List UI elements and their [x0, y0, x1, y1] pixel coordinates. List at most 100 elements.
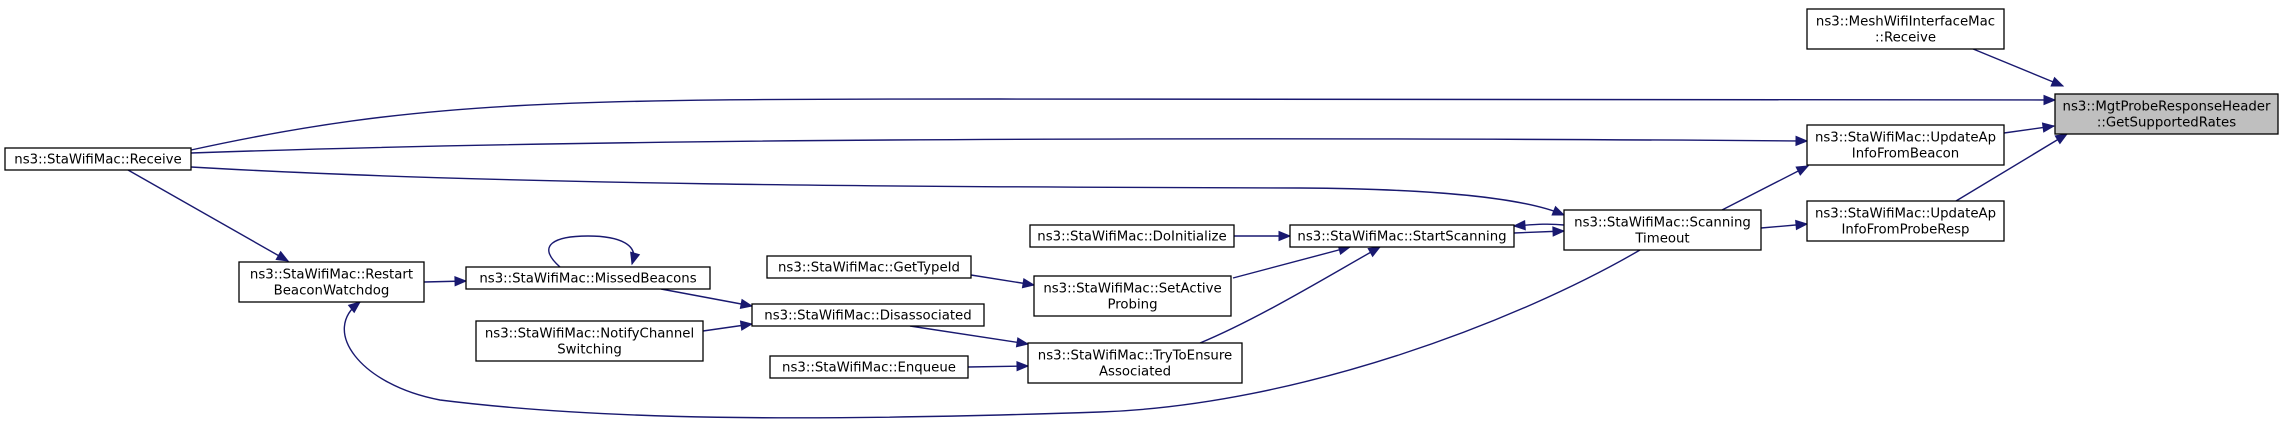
- node-get-type[interactable]: ns3::StaWifiMac::GetTypeId: [766, 255, 972, 279]
- node-label-line: InfoFromBeacon: [1852, 147, 1959, 162]
- node-box[interactable]: [766, 255, 972, 279]
- node-box[interactable]: [769, 355, 969, 379]
- node-label-line: BeaconWatchdog: [274, 284, 390, 299]
- arrowhead-icon: [1278, 230, 1292, 242]
- edge-try_ensure-to-start_scan: [1199, 246, 1382, 344]
- node-label-line: ns3::StaWifiMac::NotifyChannel: [485, 327, 694, 342]
- node-box[interactable]: [475, 320, 704, 362]
- edge-line: [1199, 246, 1381, 344]
- node-label-line: ::Receive: [1875, 31, 1936, 46]
- node-label-line: ns3::StaWifiMac::UpdateAp: [1815, 131, 1996, 146]
- edge-line: [190, 138, 1808, 154]
- edge-line: [190, 166, 1565, 216]
- node-mesh-receive[interactable]: ns3::MeshWifiInterfaceMac::Receive: [1806, 8, 2005, 50]
- edge-scan_timeout-to-update_beacon: [1721, 165, 1810, 211]
- edge-enqueue-to-try_ensure: [967, 360, 1030, 372]
- node-enqueue[interactable]: ns3::StaWifiMac::Enqueue: [769, 355, 969, 379]
- edge-line: [127, 169, 289, 262]
- node-update-probe[interactable]: ns3::StaWifiMac::UpdateApInfoFromProbeRe…: [1806, 200, 2005, 242]
- node-label-line: ns3::StaWifiMac::TryToEnsure: [1038, 349, 1232, 364]
- arrowhead-icon: [1512, 219, 1526, 231]
- node-label-line: ns3::StaWifiMac::Restart: [250, 268, 413, 283]
- arrowhead-icon: [1795, 135, 1809, 147]
- arrowhead-icon: [2043, 94, 2057, 106]
- edge-line: [1721, 165, 1809, 211]
- node-label-line: ns3::StaWifiMac::SetActive: [1043, 282, 1221, 297]
- arrowhead-icon: [347, 301, 362, 314]
- node-box[interactable]: [1033, 275, 1232, 317]
- node-label-line: Probing: [1107, 298, 1157, 313]
- edge-receive-to-restart: [127, 169, 290, 262]
- node-box[interactable]: [751, 303, 985, 327]
- edge-disassoc-to-try_ensure: [909, 325, 1030, 348]
- node-label-line: InfoFromProbeResp: [1841, 223, 1969, 238]
- node-box[interactable]: [1806, 8, 2005, 50]
- arrowhead-icon: [1795, 219, 1809, 231]
- node-label-line: ns3::StaWifiMac::UpdateAp: [1815, 207, 1996, 222]
- node-box[interactable]: [1027, 342, 1243, 384]
- node-box[interactable]: [1289, 224, 1515, 248]
- arrowhead-icon: [1552, 226, 1566, 237]
- node-box[interactable]: [465, 266, 711, 290]
- arrowhead-icon: [630, 251, 641, 266]
- node-box[interactable]: [1029, 224, 1235, 248]
- node-start-scan[interactable]: ns3::StaWifiMac::StartScanning: [1289, 224, 1515, 248]
- edge-notify-to-disassoc: [702, 320, 754, 332]
- edge-scan_timeout-to-start_scan: [1512, 219, 1565, 231]
- node-disassoc[interactable]: ns3::StaWifiMac::Disassociated: [751, 303, 985, 327]
- edge-line: [343, 249, 1641, 419]
- edge-update_beacon-to-target: [2003, 122, 2056, 134]
- edge-mesh_receive-to-target: [1960, 43, 2065, 87]
- node-label-line: ns3::StaWifiMac::Disassociated: [764, 309, 971, 324]
- node-label-line: ns3::StaWifiMac::GetTypeId: [778, 261, 960, 276]
- edge-missed-to-disassoc: [660, 288, 754, 310]
- arrowhead-icon: [1015, 337, 1030, 348]
- edge-line: [190, 98, 2056, 151]
- edge-line: [1232, 246, 1351, 279]
- edge-do_init-to-start_scan: [1234, 230, 1292, 242]
- node-missed[interactable]: ns3::StaWifiMac::MissedBeacons: [465, 266, 711, 290]
- arrowhead-icon: [2050, 76, 2065, 87]
- node-label-line: Associated: [1099, 365, 1171, 380]
- arrowhead-icon: [1021, 278, 1036, 289]
- node-label-line: ns3::StaWifiMac::Scanning: [1574, 216, 1751, 231]
- node-box[interactable]: [238, 261, 425, 303]
- edge-receive-to-scan_timeout: [190, 166, 1566, 216]
- node-label-line: ns3::MeshWifiInterfaceMac: [1816, 15, 1995, 30]
- node-box[interactable]: [1563, 209, 1762, 251]
- node-target[interactable]: ns3::MgtProbeResponseHeader::GetSupporte…: [2054, 93, 2279, 135]
- node-do-init[interactable]: ns3::StaWifiMac::DoInitialize: [1029, 224, 1235, 248]
- node-label-line: ns3::StaWifiMac::Enqueue: [782, 361, 956, 376]
- arrowhead-icon: [739, 320, 754, 331]
- edge-line: [1955, 133, 2068, 202]
- arrowhead-icon: [1016, 360, 1030, 372]
- node-label-line: Timeout: [1634, 232, 1689, 247]
- arrowhead-icon: [1795, 165, 1810, 176]
- node-label-line: Switching: [557, 343, 622, 358]
- node-box[interactable]: [1806, 124, 2005, 166]
- node-box[interactable]: [2054, 93, 2279, 135]
- node-label-line: ns3::StaWifiMac::DoInitialize: [1037, 230, 1226, 245]
- arrowhead-icon: [1367, 246, 1382, 258]
- edge-line: [548, 235, 635, 268]
- edge-scan_timeout-to-update_probe: [1760, 219, 1809, 231]
- node-box[interactable]: [4, 147, 192, 171]
- edge-set_active-to-start_scan: [1232, 244, 1352, 279]
- arrowhead-icon: [1551, 205, 1566, 216]
- edge-get_type-to-set_active: [970, 274, 1036, 289]
- node-box[interactable]: [1806, 200, 2005, 242]
- arrowhead-icon: [739, 298, 754, 310]
- node-receive[interactable]: ns3::StaWifiMac::Receive: [4, 147, 192, 171]
- node-label-line: ns3::StaWifiMac::StartScanning: [1297, 230, 1506, 245]
- node-label-line: ns3::StaWifiMac::MissedBeacons: [479, 272, 696, 287]
- edge-scan_timeout-to-restart: [343, 249, 1641, 419]
- node-label-line: ns3::StaWifiMac::Receive: [14, 153, 181, 168]
- nodes-layer: ns3::MgtProbeResponseHeader::GetSupporte…: [4, 8, 2279, 384]
